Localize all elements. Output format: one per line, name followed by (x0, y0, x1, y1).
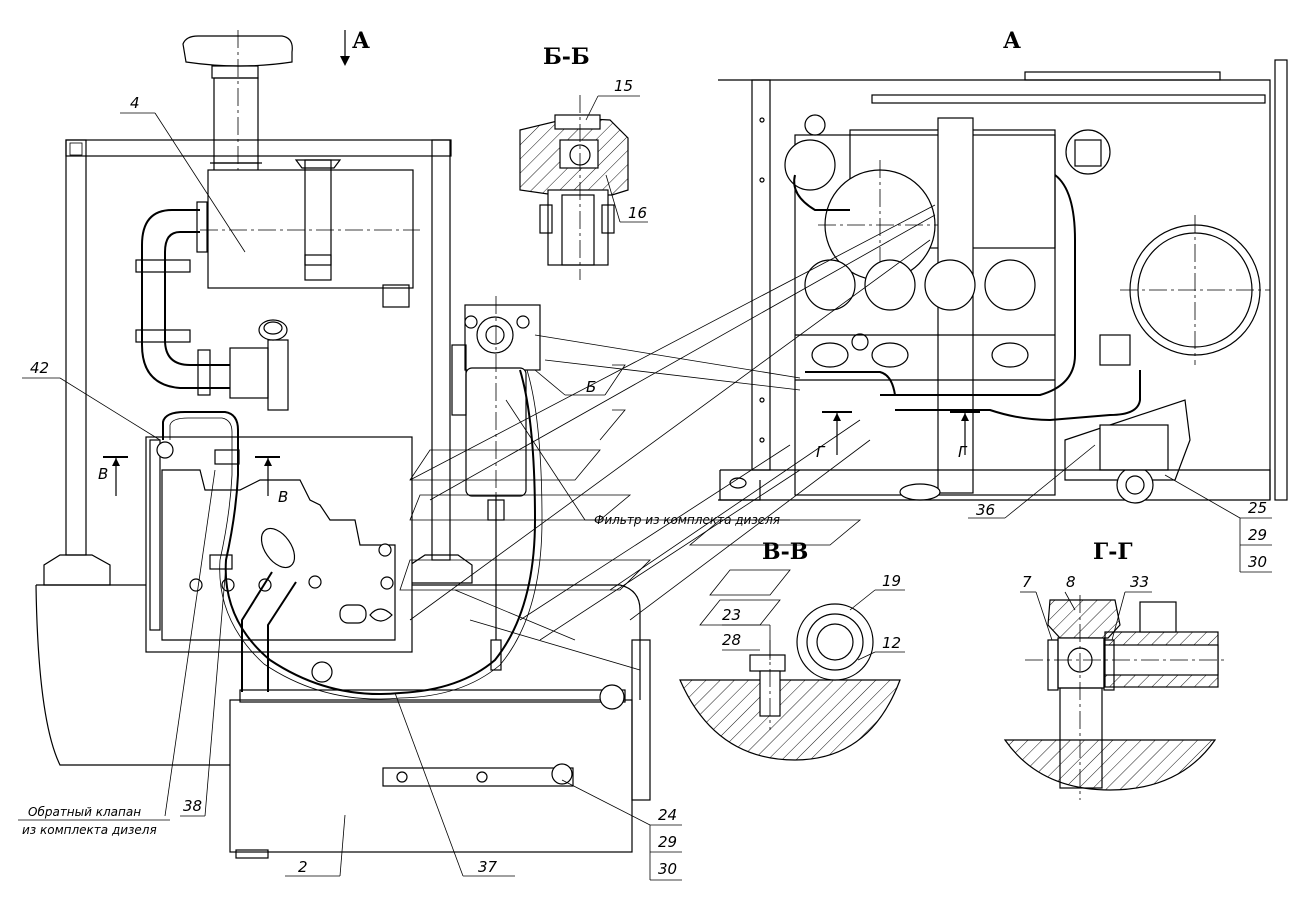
view-a-arrow-label: А (352, 28, 370, 54)
callout-7: 7 (1022, 573, 1032, 591)
projection-lines (399, 204, 936, 671)
cut-mark-v-left: В (98, 465, 108, 483)
cut-mark-b: Б (586, 378, 596, 396)
cut-mark-v-right: В (278, 488, 288, 506)
callout-19: 19 (882, 572, 901, 590)
section-vv-view (679, 589, 905, 761)
labels: А А Б-Б В-В Г-Г Б В В Г Г 4 42 15 16 2 3… (22, 28, 1267, 878)
callout-23: 23 (722, 606, 741, 624)
callout-8: 8 (1066, 573, 1076, 591)
callout-29-pump: 29 (1248, 526, 1267, 544)
view-a-panel (718, 59, 1288, 573)
cut-mark-g-right: Г (958, 443, 968, 461)
callout-16: 16 (628, 204, 647, 222)
callout-33: 33 (1130, 573, 1149, 591)
check-valve-note-line2: из комплекта дизеля (22, 823, 157, 837)
section-bb-title: Б-Б (543, 44, 590, 70)
callout-42: 42 (30, 359, 49, 377)
filter-note: Фильтр из комплекта дизеля (594, 513, 780, 527)
section-gg-view (1003, 591, 1225, 800)
callout-12: 12 (882, 634, 901, 652)
section-vv-title: В-В (762, 539, 808, 565)
callout-4: 4 (130, 94, 140, 112)
main-side-view (18, 30, 790, 881)
callout-28: 28 (722, 631, 741, 649)
callout-36: 36 (976, 501, 995, 519)
callout-25: 25 (1248, 499, 1267, 517)
cut-mark-g-left: Г (816, 443, 826, 461)
section-bb-view (519, 95, 648, 280)
callout-38: 38 (183, 797, 202, 815)
callout-30-pump: 30 (1248, 553, 1267, 571)
callout-2: 2 (298, 858, 308, 876)
section-gg-title: Г-Г (1093, 539, 1133, 565)
callout-37: 37 (478, 858, 498, 876)
check-valve-note-line1: Обратный клапан (28, 805, 141, 819)
callout-15: 15 (614, 77, 633, 95)
view-a-title: А (1003, 28, 1021, 54)
callout-30-tank: 30 (658, 860, 677, 878)
callout-29-tank: 29 (658, 833, 677, 851)
callout-24: 24 (658, 806, 677, 824)
